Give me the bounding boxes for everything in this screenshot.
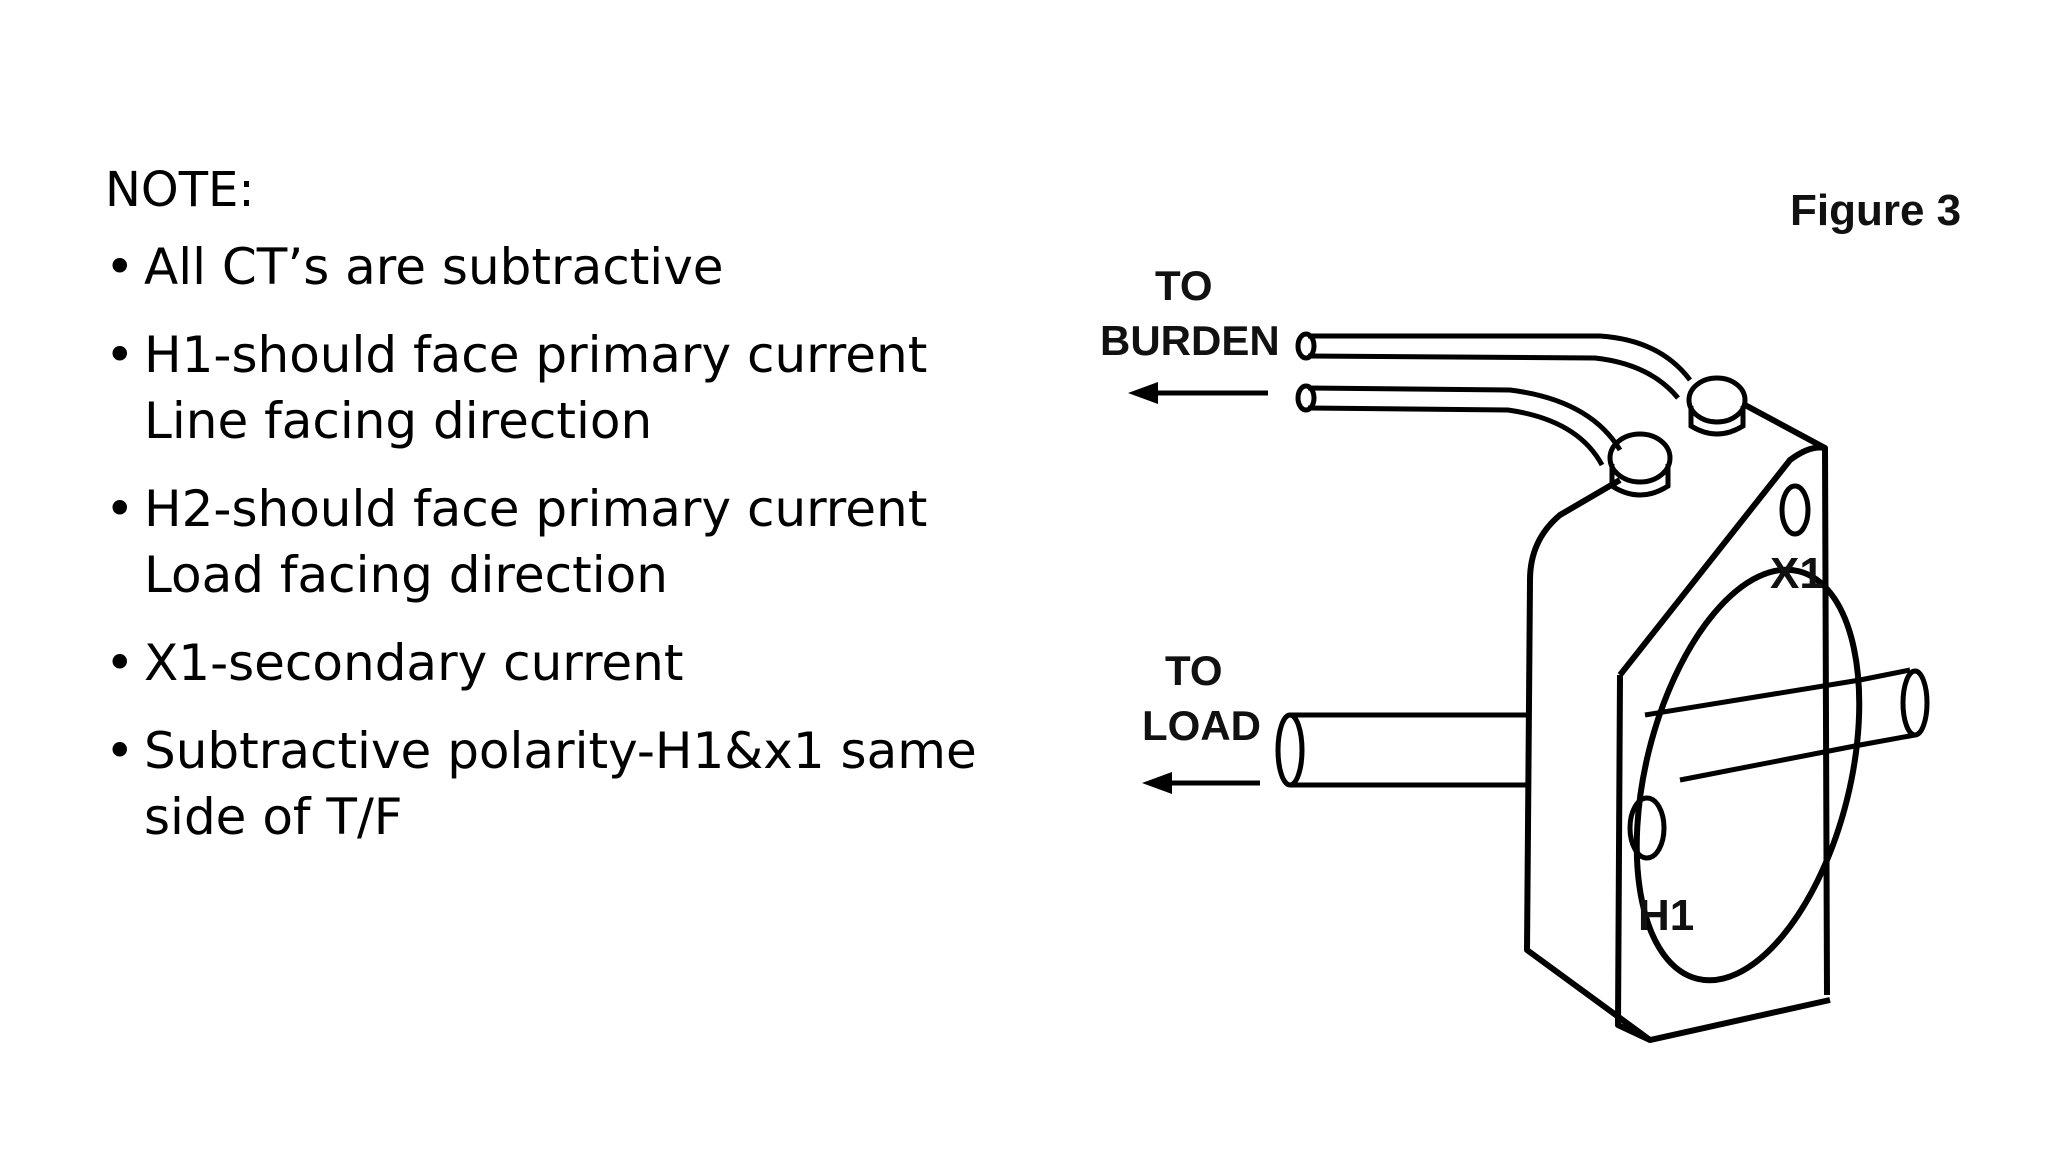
to-burden-label-2: BURDEN: [1100, 317, 1280, 364]
ct-body: [1524, 402, 1831, 1043]
burden-leads: [1295, 331, 1692, 467]
terminal-nut-icon: [1686, 375, 1748, 437]
bullet-item: All CT’s are subtractive: [105, 234, 1005, 300]
bullet-text: Load facing direction: [144, 546, 668, 604]
bullet-text: H1-should face primary current: [144, 326, 928, 384]
h1-terminal-icon: [1627, 795, 1667, 861]
bullet-text: Line facing direction: [144, 392, 653, 450]
primary-conductor: [1275, 667, 1930, 788]
ct-window: [1633, 566, 1863, 984]
load-arrow-icon: [1142, 772, 1260, 794]
x1-terminal-icon: [1779, 483, 1811, 537]
ct-diagram: Figure 3 TO BURDEN X1 H1: [1100, 186, 1961, 1043]
to-load-label-1: TO: [1165, 647, 1223, 694]
bullet-item: H2-should face primary current Load faci…: [105, 476, 1005, 608]
bullet-text: Subtractive polarity-H1&x1 same: [144, 722, 977, 780]
note-block: NOTE: All CT’s are subtractive H1-should…: [105, 158, 1005, 872]
x1-label: X1: [1770, 549, 1824, 598]
bullet-item: Subtractive polarity-H1&x1 same side of …: [105, 718, 1005, 850]
figure-caption: Figure 3: [1790, 186, 1961, 235]
bullet-text: All CT’s are subtractive: [144, 238, 724, 296]
h1-label: H1: [1638, 891, 1694, 940]
to-load-label-2: LOAD: [1142, 702, 1261, 749]
bullet-list: All CT’s are subtractive H1-should face …: [105, 234, 1005, 850]
bullet-item: H1-should face primary current Line faci…: [105, 322, 1005, 454]
note-heading: NOTE:: [105, 162, 255, 218]
bullet-item: X1-secondary current: [105, 630, 1005, 696]
bullet-text: H2-should face primary current: [144, 480, 928, 538]
terminal-nut-icon: [1607, 431, 1673, 498]
to-burden-label-1: TO: [1155, 262, 1213, 309]
bullet-text: X1-secondary current: [144, 634, 684, 692]
bullet-text: side of T/F: [144, 788, 403, 846]
burden-arrow-icon: [1128, 382, 1268, 404]
